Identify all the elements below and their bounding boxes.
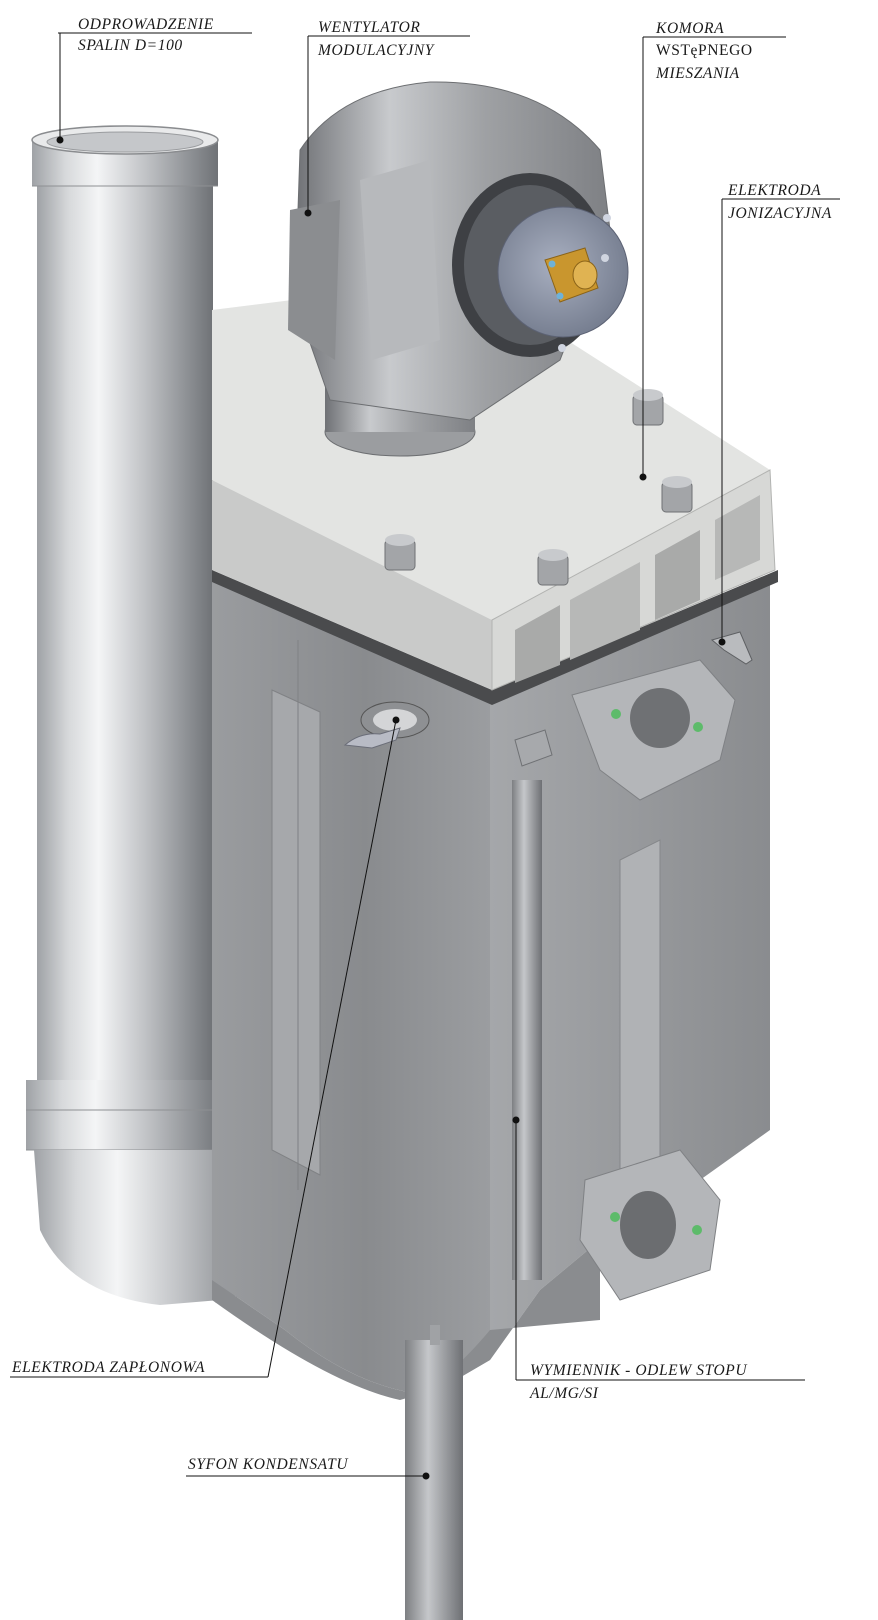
flue-label-line1: ODPROWADZENIE [78,16,214,33]
callout-ion-electrode: ELEKTRODA JONIZACYJNA [718,182,840,646]
siphon-callout-dot [422,1472,430,1480]
flue-callout-dot [56,136,64,144]
ion-electrode-callout-dot [718,638,726,646]
fan-callout-dot [304,209,312,217]
gas-inlet-fitting [544,247,599,303]
modulating-fan [288,81,629,457]
exchanger-label-line2: AL/MG/SI [529,1385,599,1402]
chamber-label-line2: WSTęPNEGO [656,42,753,59]
callout-flue: ODPROWADZENIE SPALIN D=100 [56,16,252,144]
chamber-label-line3: MIESZANIA [655,65,740,82]
chamber-label-line1: KOMORA [655,20,724,37]
lid-bolts [384,389,693,586]
exchanger-callout-dot [512,1116,520,1124]
flue-pipe [26,125,273,1305]
flue-label-line2: SPALIN D=100 [78,37,183,54]
ignition-electrode-callout-dot [392,716,400,724]
exchanger-label-line1: WYMIENNIK - ODLEW STOPU [530,1362,748,1379]
upper-mounting-flange [571,659,736,801]
callout-fan: WENTYLATOR MODULACYJNY [304,19,470,217]
condensate-siphon [405,1325,463,1620]
ion-electrode-label-line2: JONIZACYJNA [728,205,832,222]
callout-chamber: KOMORA WSTęPNEGO MIESZANIA [639,20,786,481]
lower-mounting-flange [579,1149,721,1301]
ignition-electrode-label: ELEKTRODA ZAPŁONOWA [11,1359,205,1376]
chamber-callout-dot [639,473,647,481]
callout-siphon: SYFON KONDENSATU [186,1456,430,1480]
heat-exchanger-body [212,580,770,1400]
fan-label-line2: MODULACYJNY [317,42,435,59]
ion-electrode-label-line1: ELEKTRODA [727,182,821,199]
callout-ignition-electrode: ELEKTRODA ZAPŁONOWA [10,716,400,1378]
fan-label-line1: WENTYLATOR [318,19,420,36]
callout-exchanger: WYMIENNIK - ODLEW STOPU AL/MG/SI [512,1116,805,1402]
siphon-label: SYFON KONDENSATU [188,1456,349,1473]
